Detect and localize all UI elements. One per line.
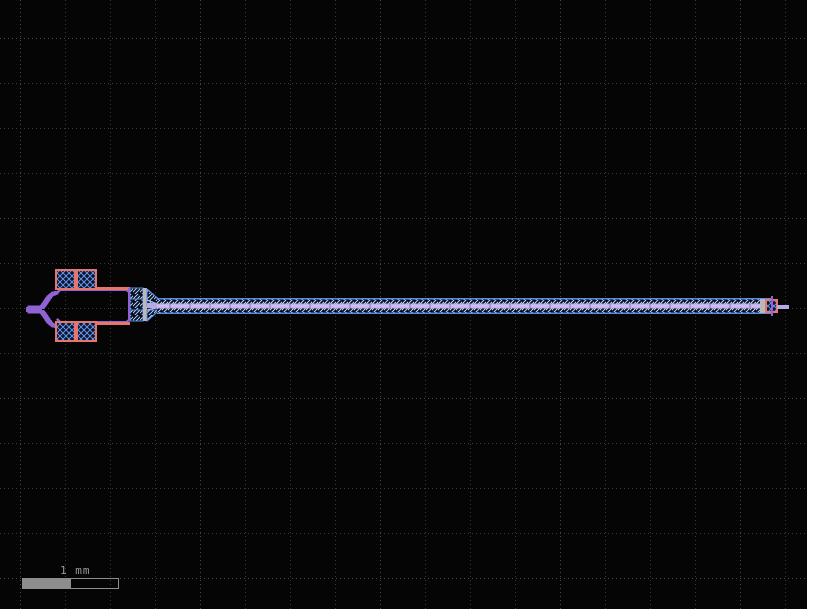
- contact-pad-bottom-right[interactable]: [76, 321, 97, 342]
- grid-line-horizontal: [0, 218, 807, 219]
- scale-bar-fill: [23, 579, 71, 588]
- grid-line-horizontal: [0, 83, 807, 84]
- grid-line-horizontal: [0, 128, 807, 129]
- junction-block[interactable]: [128, 287, 147, 322]
- outlet-termination[interactable]: [760, 296, 789, 316]
- grid-line-vertical: [110, 0, 111, 609]
- contact-pad-bottom-left[interactable]: [55, 321, 76, 342]
- grid-line-horizontal: [0, 263, 807, 264]
- grid-line-horizontal: [0, 488, 807, 489]
- inlet-taper[interactable]: [26, 290, 59, 329]
- grid-line-vertical: [20, 0, 21, 609]
- contact-pad-top-right[interactable]: [76, 269, 97, 290]
- scale-bar-label: 1 mm: [60, 564, 91, 577]
- scale-bar: [22, 578, 119, 589]
- grid-line-horizontal: [0, 533, 807, 534]
- grid-line-horizontal: [0, 398, 807, 399]
- grid-line-horizontal: [0, 578, 807, 579]
- grid-line-horizontal: [0, 353, 807, 354]
- reaction-chamber[interactable]: [56, 287, 133, 325]
- grid-line-horizontal: [0, 173, 807, 174]
- separation-channel[interactable]: [157, 298, 771, 314]
- device-geometry[interactable]: [0, 0, 807, 609]
- grid-line-horizontal: [0, 38, 807, 39]
- layout-canvas[interactable]: 1 mm: [0, 0, 807, 609]
- grid-line-horizontal: [0, 443, 807, 444]
- grid-line-vertical: [65, 0, 66, 609]
- grid-line-vertical: [785, 0, 786, 609]
- contact-pad-top-left[interactable]: [55, 269, 76, 290]
